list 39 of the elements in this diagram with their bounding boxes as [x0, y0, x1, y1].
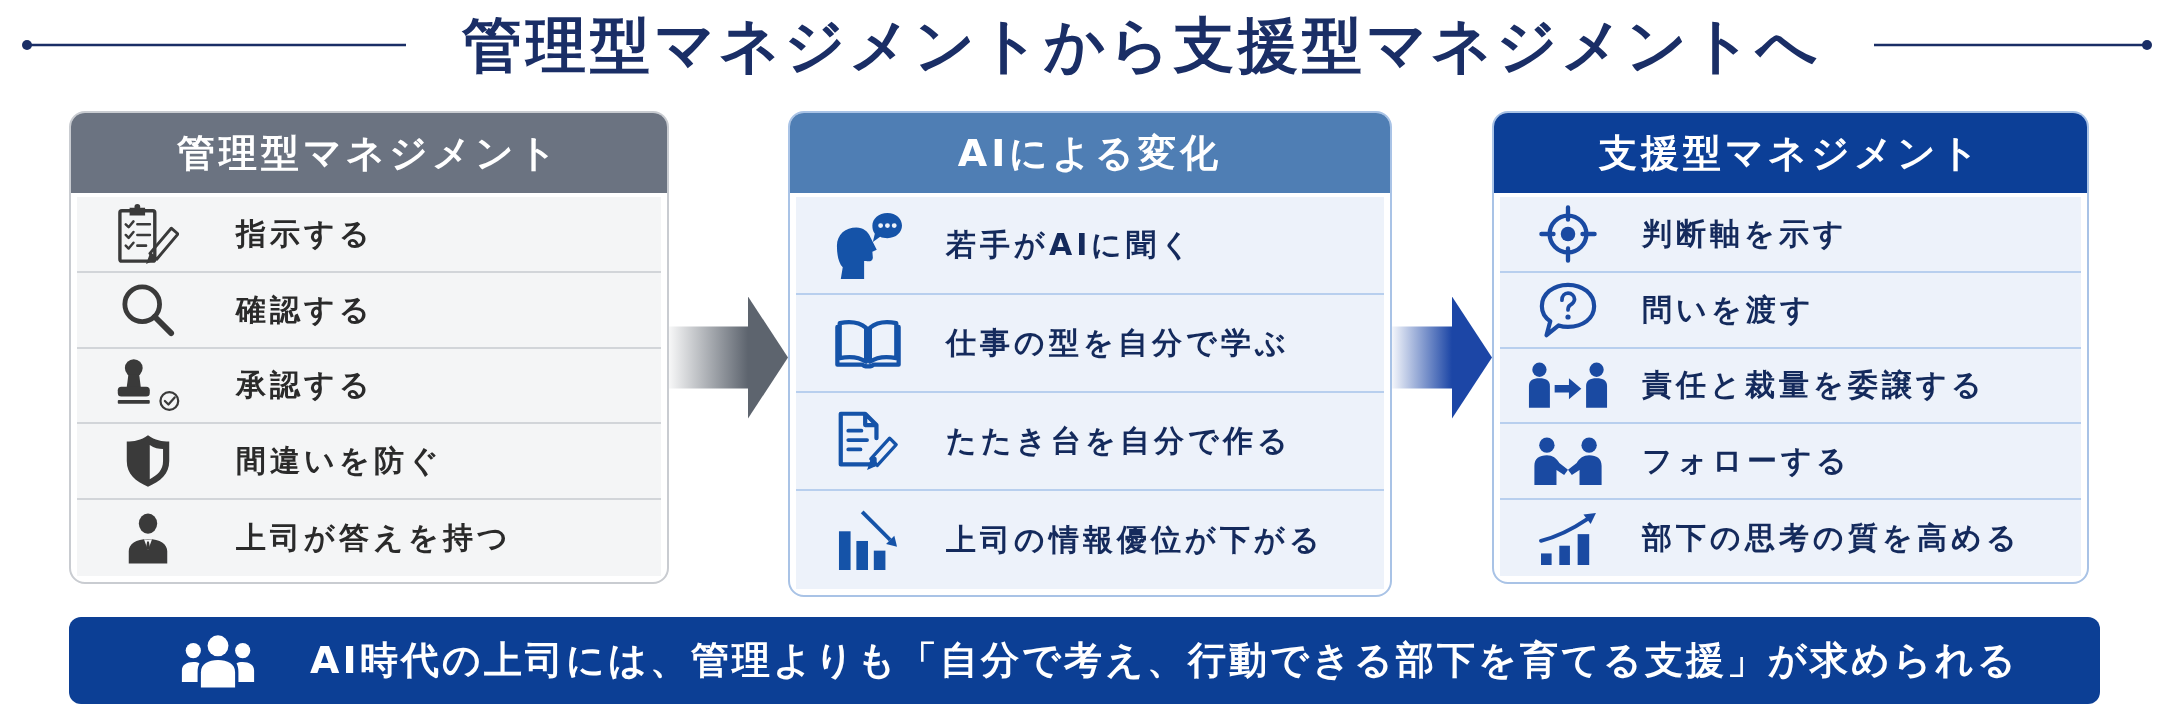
list-row [1500, 197, 2081, 273]
list-row [77, 197, 661, 273]
item-text: 若手がAIに聞く [946, 226, 1196, 264]
panel-header: AIによる変化 [790, 113, 1390, 193]
list-row [796, 295, 1384, 393]
item-text: 部下の思考の質を高める [1642, 519, 2021, 557]
item-text: たたき台を自分で作る [946, 422, 1292, 460]
title: 管理型マネジメントから支援型マネジメントへ [461, 9, 1821, 81]
item-text: 間違いを防ぐ [236, 442, 443, 481]
item-text: 仕事の型を自分で学ぶ [946, 324, 1290, 362]
banner-text: AI時代の上司には、管理よりも「自分で考え、行動できる部下を育てる支援」が求められる [310, 636, 2019, 684]
item-text: 上司が答えを持つ [236, 519, 512, 557]
item-text: 上司の情報優位が下がる [946, 521, 1324, 559]
list-row [77, 500, 661, 576]
panel-header: 支援型マネジメント [1494, 113, 2087, 193]
list-row [77, 348, 661, 425]
item-text: 責任と裁量を委譲する [1642, 366, 1986, 405]
item-text: 判断軸を示す [1642, 215, 1848, 253]
panel-header: 管理型マネジメント [71, 113, 667, 193]
list-row [1500, 348, 2081, 425]
panel [69, 111, 669, 584]
block-arrow [669, 296, 788, 419]
item-text: 問いを渡す [1642, 290, 1815, 329]
panel [1492, 111, 2089, 584]
list-row [796, 197, 1384, 295]
panel [788, 111, 1392, 597]
list-row [1500, 424, 2081, 501]
item-text: 承認する [236, 366, 374, 405]
list-row [1500, 500, 2081, 576]
list-row [77, 424, 661, 501]
list-row [796, 491, 1384, 589]
list-row [77, 272, 661, 349]
item-text: フォローする [1642, 442, 1851, 481]
item-text: 指示する [236, 215, 374, 253]
block-arrow [1392, 296, 1492, 419]
list-row [796, 393, 1384, 491]
summary-banner [69, 617, 2100, 704]
item-text: 確認する [236, 290, 374, 329]
list-row [1500, 272, 2081, 349]
